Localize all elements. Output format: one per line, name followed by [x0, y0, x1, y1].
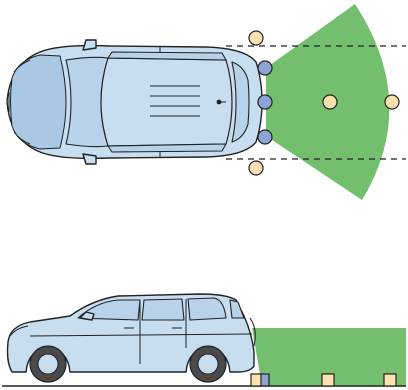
obstacle-marker-icon — [385, 95, 399, 109]
car-side-view-icon — [8, 294, 256, 382]
obstacle-marker-icon — [249, 31, 263, 45]
sensor-icon — [258, 95, 272, 109]
obstacle-marker-icon — [251, 374, 261, 386]
obstacle-marker-icon — [322, 374, 334, 386]
sensor-icon — [258, 61, 272, 75]
obstacle-marker-icon — [323, 95, 337, 109]
side-view — [2, 294, 406, 386]
sensor-icon — [258, 130, 272, 144]
obstacle-marker-icon — [384, 374, 396, 386]
car-top-view-icon — [7, 40, 262, 164]
obstacle-marker-icon — [249, 161, 263, 175]
top-view — [7, 4, 406, 200]
